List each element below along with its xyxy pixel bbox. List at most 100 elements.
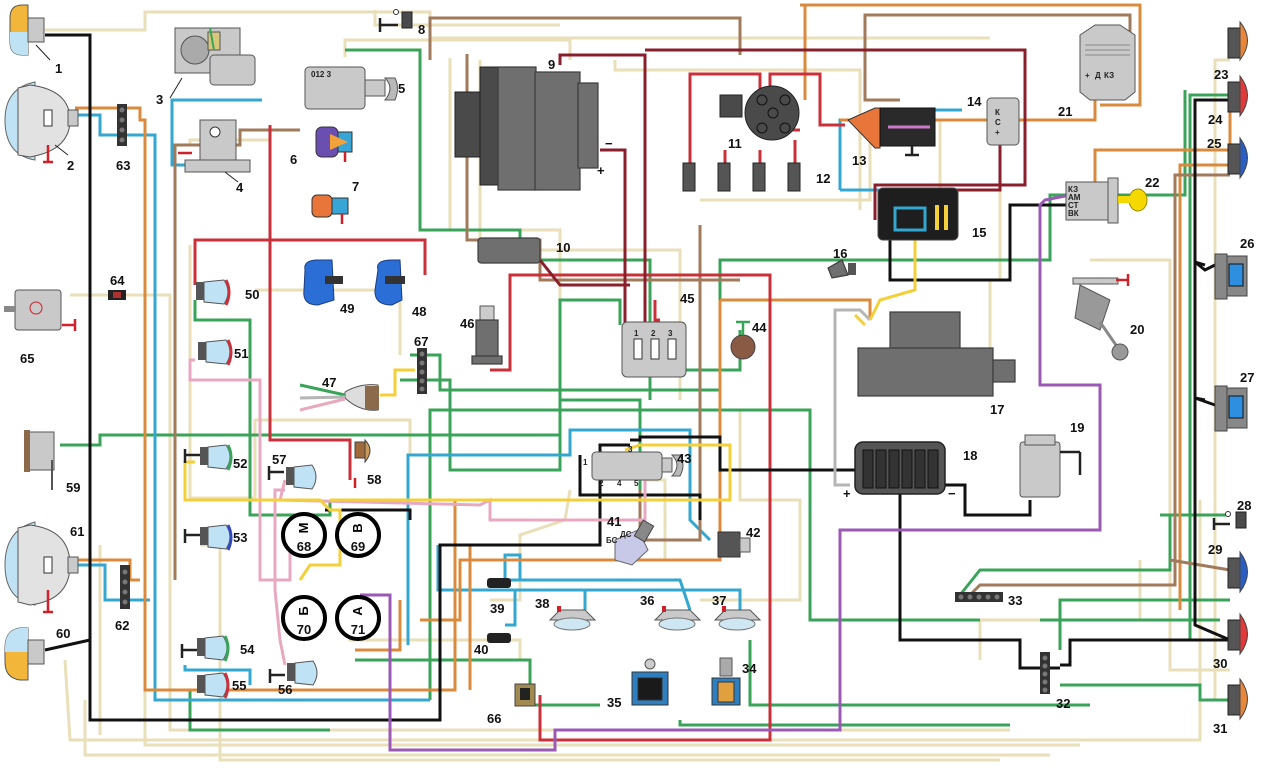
central-light-switch[interactable]: 1 2 3 4 5 43 bbox=[583, 445, 691, 488]
wire-darkred bbox=[645, 48, 1027, 220]
wire-plug[interactable]: 47 bbox=[299, 375, 379, 412]
connector-block-32[interactable]: 32 bbox=[1040, 652, 1070, 711]
fog-lamp-49[interactable]: 49 bbox=[303, 259, 355, 316]
label-11: 11 bbox=[728, 136, 742, 151]
turn-signal-switch[interactable]: 42 bbox=[717, 525, 760, 558]
rear-stop-lamp-lower[interactable]: 30 bbox=[1213, 612, 1248, 671]
brake-fluid-sensor[interactable]: 35 bbox=[607, 658, 669, 710]
emergency-temperature-sensor[interactable]: 34 bbox=[711, 657, 757, 706]
label-50: 50 bbox=[245, 287, 259, 302]
oil-pressure-sensor[interactable]: 6 bbox=[290, 126, 353, 167]
fuse-64[interactable]: 64 bbox=[108, 273, 126, 300]
rear-stop-lamp-upper[interactable]: 24 bbox=[1208, 74, 1248, 127]
hazard-switch[interactable]: 66 bbox=[487, 683, 536, 726]
gauge-71[interactable]: А 71 bbox=[335, 595, 381, 641]
label-27: 27 bbox=[1240, 370, 1254, 385]
label-64: 64 bbox=[110, 273, 125, 288]
label-13: 13 bbox=[852, 153, 866, 168]
starter[interactable]: 17 bbox=[857, 311, 1016, 417]
ceiling-lamp-36[interactable]: 36 bbox=[640, 593, 702, 631]
front-left-turn-indicator[interactable]: 1 bbox=[9, 4, 62, 76]
warning-lamp-55[interactable]: 55 bbox=[197, 672, 246, 699]
label-12: 12 bbox=[816, 171, 830, 186]
battery[interactable]: + − 18 bbox=[843, 441, 977, 501]
battery-plus: + bbox=[843, 486, 851, 501]
ceiling-lamp-38[interactable]: 38 bbox=[535, 596, 597, 631]
wire-brown bbox=[173, 128, 300, 580]
label-45: 45 bbox=[680, 291, 694, 306]
label-24: 24 bbox=[1208, 112, 1223, 127]
warning-lamp-53[interactable]: 53 bbox=[183, 524, 247, 551]
warning-lamp-50[interactable]: 50 bbox=[196, 279, 259, 306]
combined-switch[interactable]: ДС БС 41 bbox=[606, 514, 655, 566]
heater-motor-switch[interactable]: 59 bbox=[24, 430, 80, 495]
wire-black bbox=[888, 203, 1070, 282]
voltage-regulator[interactable]: + Д КЗ 21 bbox=[1058, 24, 1136, 119]
door-switch[interactable]: 8 bbox=[378, 9, 425, 38]
wire-beige bbox=[83, 700, 1050, 757]
rear-turn-lamp-lower[interactable]: 31 bbox=[1213, 677, 1248, 736]
wiper-relay[interactable]: 4 bbox=[178, 119, 251, 195]
rear-lamp-blue-upper[interactable]: 25 bbox=[1207, 136, 1248, 180]
warning-lamp-54[interactable]: 54 bbox=[180, 635, 255, 662]
instrument-light-switch[interactable]: 58 bbox=[353, 438, 381, 488]
ignition-coil[interactable]: 13 bbox=[847, 107, 936, 168]
ignition-switch[interactable]: КЗ АМ СТ ВК 22 bbox=[1065, 175, 1159, 224]
label-19: 19 bbox=[1070, 420, 1084, 435]
starter-relay[interactable]: 15 bbox=[877, 187, 986, 241]
label-57: 57 bbox=[272, 452, 286, 467]
horn[interactable]: 16 bbox=[827, 246, 856, 279]
wire-yellow bbox=[330, 443, 732, 502]
gauge-70[interactable]: Б 70 bbox=[281, 595, 327, 641]
coolant-temperature-sensor[interactable]: 7 bbox=[311, 179, 359, 224]
fog-lamp-48[interactable]: 48 bbox=[374, 259, 427, 319]
connector-block-63[interactable]: 63 bbox=[116, 104, 130, 173]
heater-motor[interactable]: 65 bbox=[4, 289, 77, 366]
fuse-40[interactable]: 40 bbox=[474, 633, 511, 657]
warning-lamp-56[interactable]: 56 bbox=[268, 660, 318, 697]
rear-lamp-blue-lower[interactable]: 29 bbox=[1208, 542, 1248, 594]
wire-black bbox=[1193, 98, 1231, 642]
license-plate-lamp-upper[interactable]: 26 bbox=[1214, 236, 1254, 300]
front-right-turn-indicator[interactable]: 60 bbox=[4, 626, 70, 681]
ground-switch[interactable]: 19 bbox=[1019, 420, 1084, 498]
label-28: 28 bbox=[1237, 498, 1251, 513]
spark-plugs[interactable]: 12 bbox=[682, 162, 830, 192]
socket[interactable]: 44 bbox=[730, 320, 767, 360]
warning-lamp-57[interactable]: 57 bbox=[267, 452, 317, 490]
connector-block-67[interactable]: 67 bbox=[414, 334, 428, 394]
wire-green bbox=[1040, 598, 1230, 622]
label-33: 33 bbox=[1008, 593, 1022, 608]
transistor-switch[interactable]: К С + 14 bbox=[967, 94, 1020, 146]
headlamp-relay[interactable]: 10 bbox=[477, 237, 570, 264]
label-55: 55 bbox=[232, 678, 246, 693]
wire-green bbox=[193, 300, 332, 517]
wire-black bbox=[1060, 638, 1230, 667]
ceiling-lamp-37[interactable]: 37 bbox=[712, 593, 762, 631]
label-60: 60 bbox=[56, 626, 70, 641]
gauge-68[interactable]: М 68 bbox=[281, 512, 327, 558]
left-headlamp[interactable]: 2 bbox=[4, 81, 79, 173]
license-plate-lamp-lower[interactable]: 27 bbox=[1214, 370, 1254, 432]
warning-lamp-51[interactable]: 51 bbox=[198, 339, 248, 366]
gauge-69[interactable]: В 69 bbox=[335, 512, 381, 558]
right-headlamp[interactable]: 61 bbox=[4, 521, 84, 614]
generator[interactable]: 9 − + bbox=[454, 57, 613, 191]
wire-green bbox=[400, 298, 622, 472]
fuel-level-sensor[interactable]: 20 bbox=[1072, 274, 1144, 361]
ignition-distributor[interactable]: 11 bbox=[719, 85, 800, 151]
connector-block-33[interactable]: 33 bbox=[955, 592, 1022, 608]
fuse-box[interactable]: 1 2 3 45 bbox=[621, 291, 694, 378]
windshield-wiper-motor[interactable]: 3 bbox=[156, 27, 256, 107]
connector-block-62[interactable]: 62 bbox=[115, 565, 130, 633]
stop-light-switch[interactable]: 28 bbox=[1212, 498, 1251, 530]
fuse-39[interactable]: 39 bbox=[487, 578, 511, 616]
label-41: 41 bbox=[607, 514, 621, 529]
wire-beige bbox=[45, 10, 990, 40]
warning-lamp-52[interactable]: 52 bbox=[183, 444, 247, 471]
wire-darkred bbox=[538, 259, 630, 287]
light-switch[interactable]: 012 3 5 bbox=[304, 66, 405, 110]
turn-signal-relay[interactable]: 46 bbox=[460, 305, 503, 365]
rear-turn-lamp-upper[interactable]: 23 bbox=[1214, 20, 1248, 82]
wire-black bbox=[630, 435, 1060, 670]
